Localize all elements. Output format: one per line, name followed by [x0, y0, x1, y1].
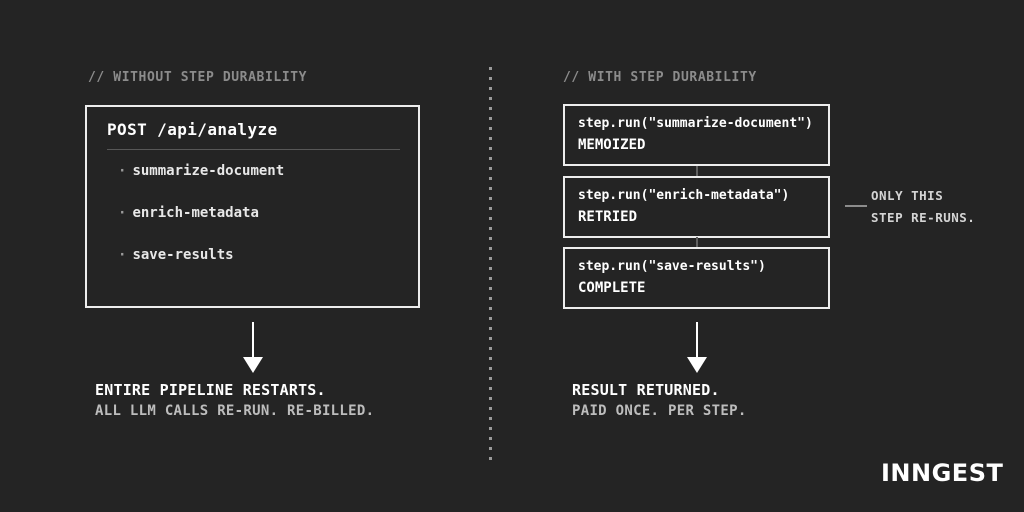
connector-line	[696, 237, 698, 247]
pipeline-box: POST /api/analyze · summarize-document · e…	[85, 105, 420, 308]
callout-text-line1: ONLY THIS	[871, 188, 944, 203]
step-code: step.run("summarize-document")	[578, 116, 813, 131]
right-section-header: // WITH STEP DURABILITY	[563, 70, 757, 85]
down-arrow-icon	[696, 322, 698, 358]
left-section-header: // WITHOUT STEP DURABILITY	[88, 70, 308, 85]
step-status: RETRIED	[578, 209, 638, 225]
right-caption-secondary: PAID ONCE. PER STEP.	[572, 403, 747, 419]
section-divider-dotted	[489, 67, 492, 463]
left-caption-primary: ENTIRE PIPELINE RESTARTS.	[95, 381, 326, 399]
pipeline-title: POST /api/analyze	[107, 120, 278, 139]
pipeline-title-divider	[107, 149, 400, 150]
pipeline-step-item: · save-results	[118, 247, 234, 263]
right-caption-primary: RESULT RETURNED.	[572, 381, 720, 399]
left-caption-secondary: ALL LLM CALLS RE-RUN. RE-BILLED.	[95, 403, 375, 419]
down-arrow-icon	[252, 322, 254, 358]
inngest-logo: INNGEST	[881, 459, 1004, 487]
callout-text-line2: STEP RE-RUNS.	[871, 210, 976, 225]
pipeline-step-item: · summarize-document	[118, 163, 284, 179]
step-box-memoized: step.run("summarize-document") MEMOIZED	[563, 104, 830, 166]
bullet-icon: ·	[118, 163, 127, 179]
pipeline-step-label: summarize-document	[132, 163, 285, 179]
down-arrow-icon	[687, 357, 707, 373]
step-status: MEMOIZED	[578, 137, 646, 153]
step-box-complete: step.run("save-results") COMPLETE	[563, 247, 830, 309]
step-code: step.run("save-results")	[578, 259, 766, 274]
step-box-retried: step.run("enrich-metadata") RETRIED	[563, 176, 830, 238]
bullet-icon: ·	[118, 247, 127, 263]
callout-line	[845, 205, 867, 207]
pipeline-step-label: enrich-metadata	[132, 205, 259, 221]
pipeline-step-label: save-results	[132, 247, 234, 263]
step-status: COMPLETE	[578, 280, 646, 296]
connector-line	[696, 166, 698, 176]
bullet-icon: ·	[118, 205, 127, 221]
down-arrow-icon	[243, 357, 263, 373]
step-code: step.run("enrich-metadata")	[578, 188, 790, 203]
pipeline-step-item: · enrich-metadata	[118, 205, 259, 221]
